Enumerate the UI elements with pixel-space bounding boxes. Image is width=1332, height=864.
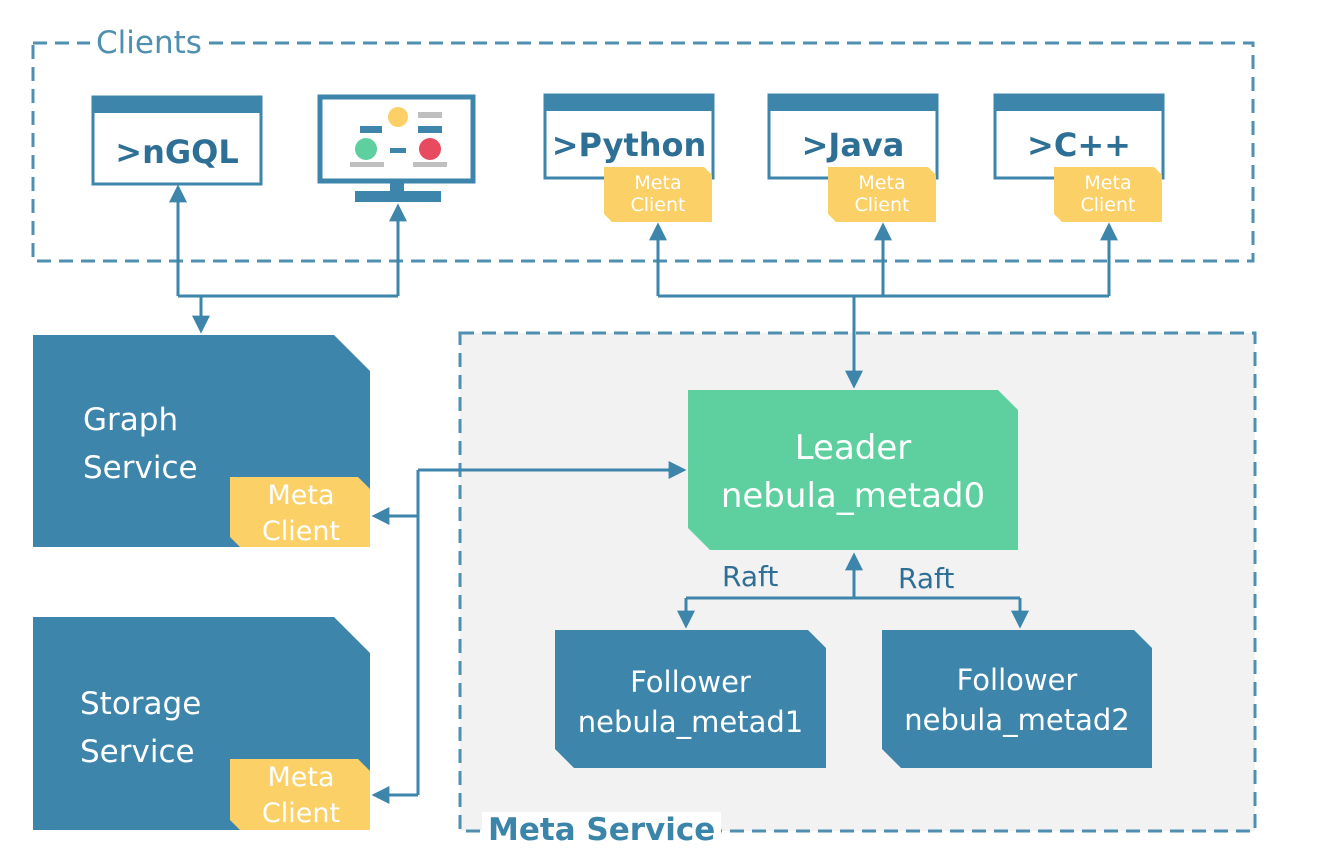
clients-title: Clients (90, 25, 208, 61)
meta-service-title: Meta Service (482, 812, 722, 848)
python-label: >Python (551, 126, 707, 164)
cpp-meta-client-tag (1054, 167, 1162, 222)
graph-meta-client-tag (230, 477, 370, 547)
raft-connector (677, 552, 1029, 629)
ngql-client (91, 95, 263, 186)
meta-clients-connector (649, 222, 1118, 389)
graph-clients-connector (169, 184, 407, 334)
python-client (543, 93, 715, 180)
ngql-label: >nGQL (115, 133, 239, 171)
raft-right-label: Raft (898, 562, 955, 595)
clients-group (31, 41, 1255, 263)
follower1-node (555, 630, 826, 768)
service-leader-connector (371, 461, 687, 804)
java-client (767, 93, 939, 180)
follower2-node (882, 630, 1152, 768)
raft-left-label: Raft (722, 560, 779, 593)
cpp-label: >C++ (1027, 126, 1131, 164)
java-meta-client-tag (828, 167, 936, 222)
java-label: >Java (801, 126, 905, 164)
storage-meta-client-tag (230, 759, 370, 830)
studio-monitor-icon (317, 94, 476, 202)
leader-node (688, 390, 1018, 550)
python-meta-client-tag (604, 167, 712, 222)
